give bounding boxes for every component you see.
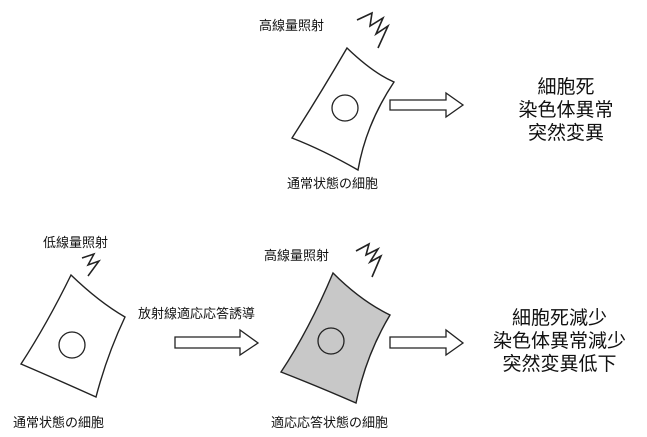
high-dose-label: 高線量照射: [259, 19, 325, 34]
cell-nucleus: [317, 327, 345, 355]
outcome-line: 染色体異常減少: [492, 329, 626, 352]
normal-cell-label: 通常状態の細胞: [13, 416, 105, 431]
cell-nucleus: [331, 94, 359, 122]
radiation-zigzag-icon: [355, 242, 383, 278]
outcome-line: 細胞死減少: [511, 307, 607, 329]
high-dose-label: 高線量照射: [264, 249, 330, 264]
normal-cell-label: 通常状態の細胞: [287, 177, 379, 192]
radiation-zigzag-icon: [356, 11, 390, 49]
reduced-outcome-list: 細胞死減少 染色体異常減少 突然変異低下: [477, 307, 642, 375]
outcome-arrow-icon: [389, 91, 465, 119]
outcome-line: 突然変異: [527, 121, 604, 144]
low-dose-zigzag-icon: [81, 252, 102, 277]
outcome-line: 突然変異低下: [502, 352, 617, 375]
induction-arrow-icon: [174, 328, 260, 357]
adapted-cell-label: 適応応答状態の細胞: [271, 416, 389, 431]
low-dose-label: 低線量照射: [43, 236, 109, 251]
outcome-list: 細胞死 染色体異常 突然変異: [491, 76, 641, 144]
induction-label: 放射線適応応答誘導: [138, 307, 256, 322]
outcome-arrow-icon: [389, 328, 465, 357]
outcome-line: 染色体異常: [518, 98, 614, 121]
cell-nucleus: [58, 331, 86, 359]
normal-cell-shape: [290, 46, 396, 172]
normal-cell-shape: [19, 273, 126, 398]
outcome-line: 細胞死: [537, 76, 595, 98]
